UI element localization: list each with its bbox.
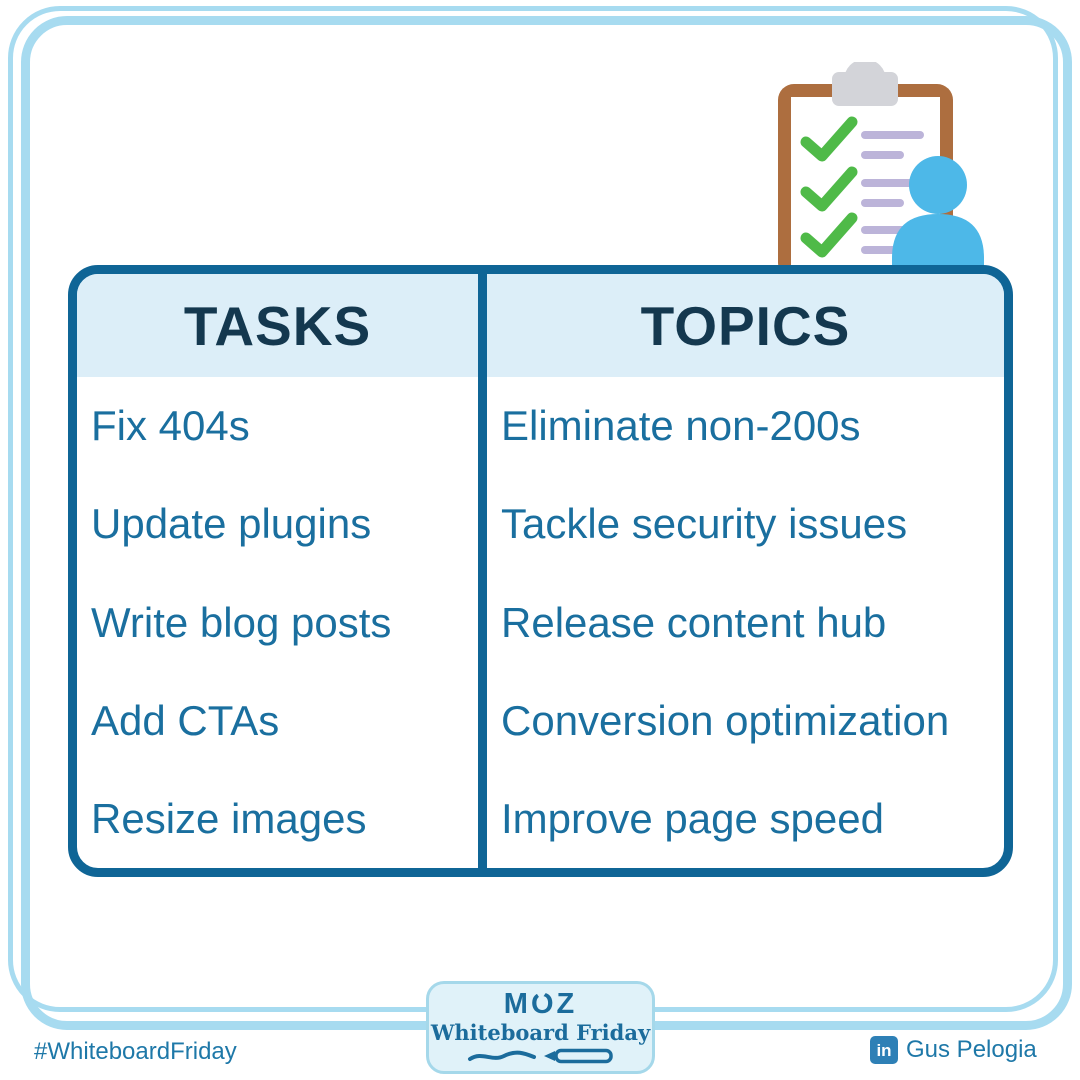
table-row: Add CTAs [91,696,280,744]
author-credit: in Gus Pelogia [870,1036,1037,1064]
author-name: Gus Pelogia [906,1036,1037,1063]
tasks-topics-table: TASKS Fix 404s Update plugins Write blog… [68,265,1013,877]
person-icon [892,156,984,272]
pen-body [553,1048,613,1063]
table-row: Release content hub [501,598,887,646]
pen-tip [543,1050,555,1061]
topics-column-header: TOPICS [640,294,851,357]
table-row: Improve page speed [501,794,884,842]
hashtag-label: #WhiteboardFriday [34,1038,237,1065]
table-row: Tackle security issues [501,500,908,548]
marker-pen-icon [467,1048,613,1063]
checkmark-icon [800,116,858,162]
squiggle-line [467,1050,536,1061]
moz-logo-notch [534,991,547,1001]
table-column-divider [478,274,487,868]
whiteboard-friday-label: Whiteboard Friday [430,1020,651,1046]
table-row: Conversion optimization [501,696,950,744]
checkmark-icon [800,212,858,258]
table-row: Update plugins [91,500,372,548]
checkmark-icon [800,166,858,212]
topics-column: TOPICS Eliminate non-200s Tackle securit… [487,274,1004,868]
moz-whiteboard-friday-badge: MOZ Whiteboard Friday [426,981,655,1074]
clipboard-illustration [778,62,984,272]
tasks-column: TASKS Fix 404s Update plugins Write blog… [77,274,478,868]
tasks-column-header: TASKS [183,294,372,357]
linkedin-icon: in [870,1036,898,1064]
table-row: Fix 404s [91,402,250,450]
table-row: Eliminate non-200s [501,402,861,450]
moz-logo: MOZ [504,990,577,1019]
table-header-background [77,274,1004,377]
table-row: Resize images [91,794,367,842]
clipboard-clip-icon [832,62,898,106]
table-row: Write blog posts [91,598,392,646]
